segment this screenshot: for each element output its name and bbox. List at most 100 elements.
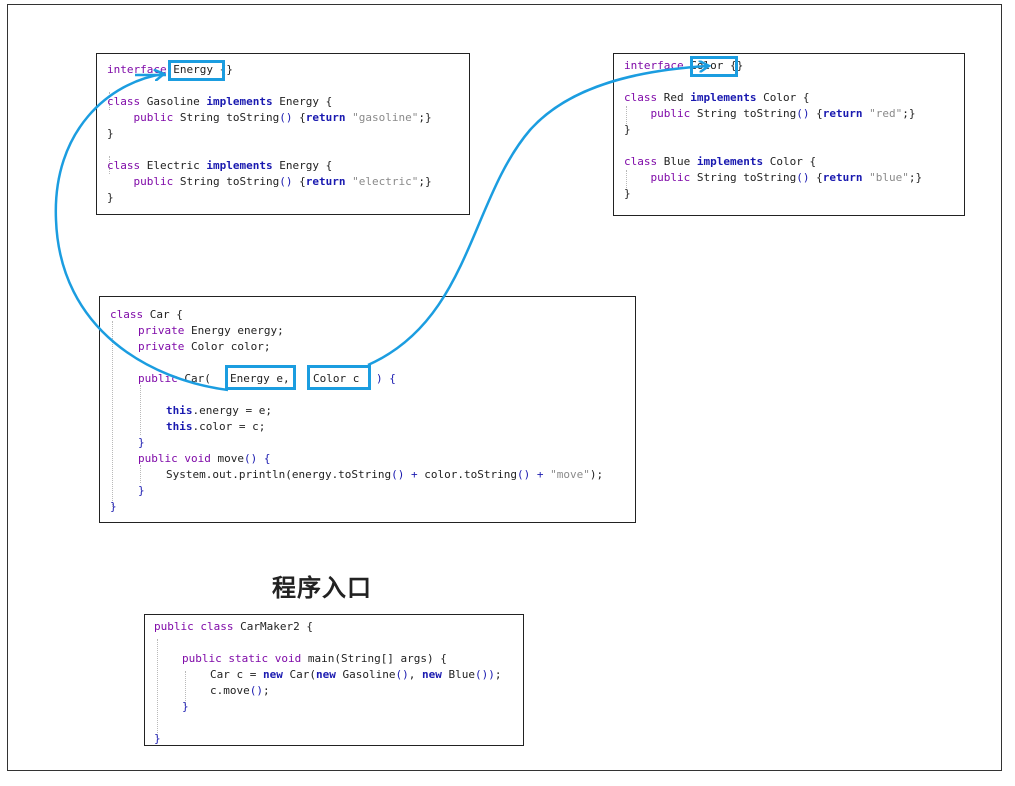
- code-token: }: [110, 500, 117, 513]
- code-token: Energy {: [272, 95, 333, 108]
- string-literal: "move": [550, 468, 590, 481]
- code-line: class Gasoline implements Energy {: [107, 94, 332, 110]
- code-token: Blue: [441, 668, 475, 681]
- code-token: (): [796, 171, 810, 184]
- energy-code-box: interface Energy {} class Gasoline imple…: [96, 53, 470, 215]
- code-token: String toString: [690, 171, 797, 184]
- color-code: interface Color {} class Red implements …: [614, 54, 922, 200]
- code-token: (): [517, 468, 531, 481]
- keyword: new: [421, 668, 442, 681]
- keyword: private: [138, 324, 185, 337]
- code-line: System.out.println(energy.toString() + c…: [166, 467, 603, 483]
- keyword: class: [624, 91, 658, 104]
- code-token: }: [624, 123, 631, 136]
- string-literal: "blue": [869, 171, 909, 184]
- car-param-energy: Energy e,: [230, 372, 290, 385]
- code-token: ;}: [418, 175, 432, 188]
- energy-param-highlight: [225, 365, 296, 390]
- indent-guide: [112, 321, 113, 507]
- code-token: (): [279, 175, 293, 188]
- code-token: (): [796, 107, 810, 120]
- code-token: }: [107, 127, 114, 140]
- code-token: (): [243, 452, 258, 465]
- keyword: class: [110, 308, 144, 321]
- code-line: private Color color;: [138, 339, 270, 355]
- code-token: c.move: [210, 684, 250, 697]
- code-token: main(String[] args) {: [301, 652, 447, 665]
- indent-guide: [109, 156, 110, 174]
- color-param-to-interface-arrow: [367, 66, 708, 367]
- program-entry-title: 程序入口: [272, 574, 372, 602]
- code-token: {: [809, 107, 823, 120]
- energy-highlight: [168, 60, 225, 81]
- code-token: ;}: [908, 171, 923, 184]
- keyword: this: [166, 404, 193, 417]
- car-param-color: Color c: [313, 372, 360, 385]
- keyword: public class: [154, 620, 234, 633]
- code-token: {: [809, 171, 823, 184]
- indent-guide: [185, 671, 186, 705]
- keyword: new: [262, 668, 283, 681]
- code-token: +: [404, 468, 425, 481]
- code-line: public String toString() {return "electr…: [107, 174, 432, 190]
- code-line: public void move() {: [138, 451, 270, 467]
- code-token: }: [138, 484, 145, 497]
- code-token: {: [257, 452, 271, 465]
- code-token: }: [624, 187, 631, 200]
- code-token: ()): [474, 668, 495, 681]
- code-token: Color {: [763, 155, 817, 168]
- keyword: this: [166, 420, 193, 433]
- code-token: }: [154, 732, 161, 745]
- energy-code: interface Energy {} class Gasoline imple…: [97, 54, 432, 204]
- code-token: (): [395, 668, 409, 681]
- indent-guide: [626, 170, 627, 188]
- indent-guide: [140, 465, 141, 483]
- keyword: return: [822, 107, 863, 120]
- code-line: class Blue implements Color {: [624, 154, 816, 170]
- code-line: public String toString() {return "red";}: [624, 106, 916, 122]
- indent-guide: [140, 385, 141, 435]
- keyword: class: [624, 155, 658, 168]
- code-token: Energy {: [272, 159, 333, 172]
- code-token: Car c =: [210, 668, 263, 681]
- code-line: private Energy energy;: [138, 323, 284, 339]
- code-token: ;: [263, 684, 270, 697]
- keyword: class: [107, 159, 141, 172]
- keyword: implements: [206, 95, 273, 108]
- code-token: (): [279, 111, 293, 124]
- code-line: this.color = c;: [166, 419, 265, 435]
- energy-interface-name: Energy: [173, 63, 213, 76]
- code-token: {: [292, 111, 306, 124]
- code-token: String toString: [690, 107, 797, 120]
- car-code-box: class Car { private Energy energy; priva…: [99, 296, 636, 523]
- keyword: public static void: [182, 652, 302, 665]
- code-token: Blue: [657, 155, 697, 168]
- code-line: this.energy = e;: [166, 403, 272, 419]
- code-token: Red: [657, 91, 691, 104]
- code-token: ,: [408, 668, 422, 681]
- indent-guide: [157, 639, 158, 737]
- code-token: Color color;: [184, 340, 271, 353]
- keyword: return: [305, 111, 346, 124]
- code-token: Gasoline: [140, 95, 207, 108]
- code-line: public class CarMaker2 {: [154, 619, 313, 635]
- code-token: String toString: [173, 175, 280, 188]
- code-token: Gasoline: [335, 668, 396, 681]
- indent-guide: [109, 92, 110, 110]
- code-token: .color = c;: [192, 420, 266, 433]
- code-line: Car c = new Car(new Gasoline(), new Blue…: [210, 667, 501, 683]
- code-token: ;: [494, 668, 502, 681]
- string-literal: "red": [869, 107, 903, 120]
- code-line: c.move();: [210, 683, 270, 699]
- code-token: Car {: [143, 308, 183, 321]
- code-token: (): [249, 684, 263, 697]
- code-line: }: [624, 122, 631, 138]
- keyword: public: [133, 111, 174, 124]
- code-token: Electric: [140, 159, 207, 172]
- keyword: return: [822, 171, 863, 184]
- code-line: class Car {: [110, 307, 183, 323]
- code-token: CarMaker2 {: [233, 620, 313, 633]
- code-token: }: [107, 191, 114, 204]
- keyword: new: [315, 668, 336, 681]
